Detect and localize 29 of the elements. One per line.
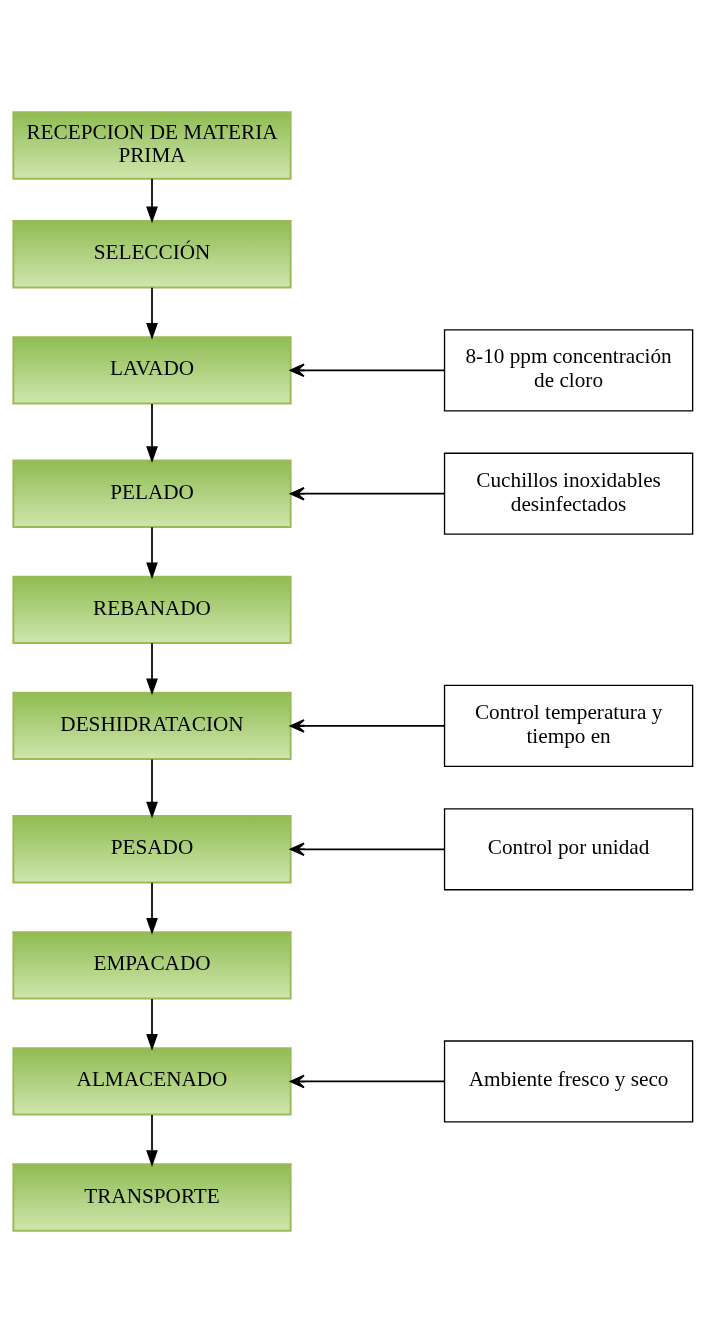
arrow [289, 718, 446, 733]
node-box: Cuchillos inoxidables desinfectados [443, 452, 694, 535]
arrow [146, 758, 158, 819]
node-box: PELADO [12, 459, 292, 528]
node-box: 8-10 ppm concentración de cloro [443, 328, 694, 411]
node-box: EMPACADO [12, 930, 292, 1000]
node-box: LAVADO [12, 335, 292, 404]
node-box: RECEPCION DE MATERIA PRIMA [12, 110, 292, 180]
arrow [146, 1113, 158, 1167]
node-box: DESHIDRATACION [12, 691, 292, 760]
node-box: Control temperatura y tiempo en [443, 684, 694, 767]
node-box: Ambiente fresco y seco [443, 1039, 694, 1123]
node-box: PESADO [12, 814, 292, 883]
arrow [146, 402, 158, 463]
arrow [146, 881, 158, 935]
arrow [289, 486, 446, 501]
node-box: ALMACENADO [12, 1046, 292, 1116]
arrow [146, 525, 158, 579]
node-box: REBANADO [12, 575, 292, 644]
arrow [146, 177, 158, 223]
arrow [289, 1074, 446, 1088]
arrow [146, 641, 158, 695]
arrow [289, 363, 446, 377]
node-box: SELECCIÓN [12, 219, 292, 288]
arrow [146, 997, 158, 1051]
arrow [146, 286, 158, 340]
arrow [289, 841, 446, 856]
node-box: TRANSPORTE [12, 1162, 292, 1232]
node-box: Control por unidad [443, 807, 694, 890]
